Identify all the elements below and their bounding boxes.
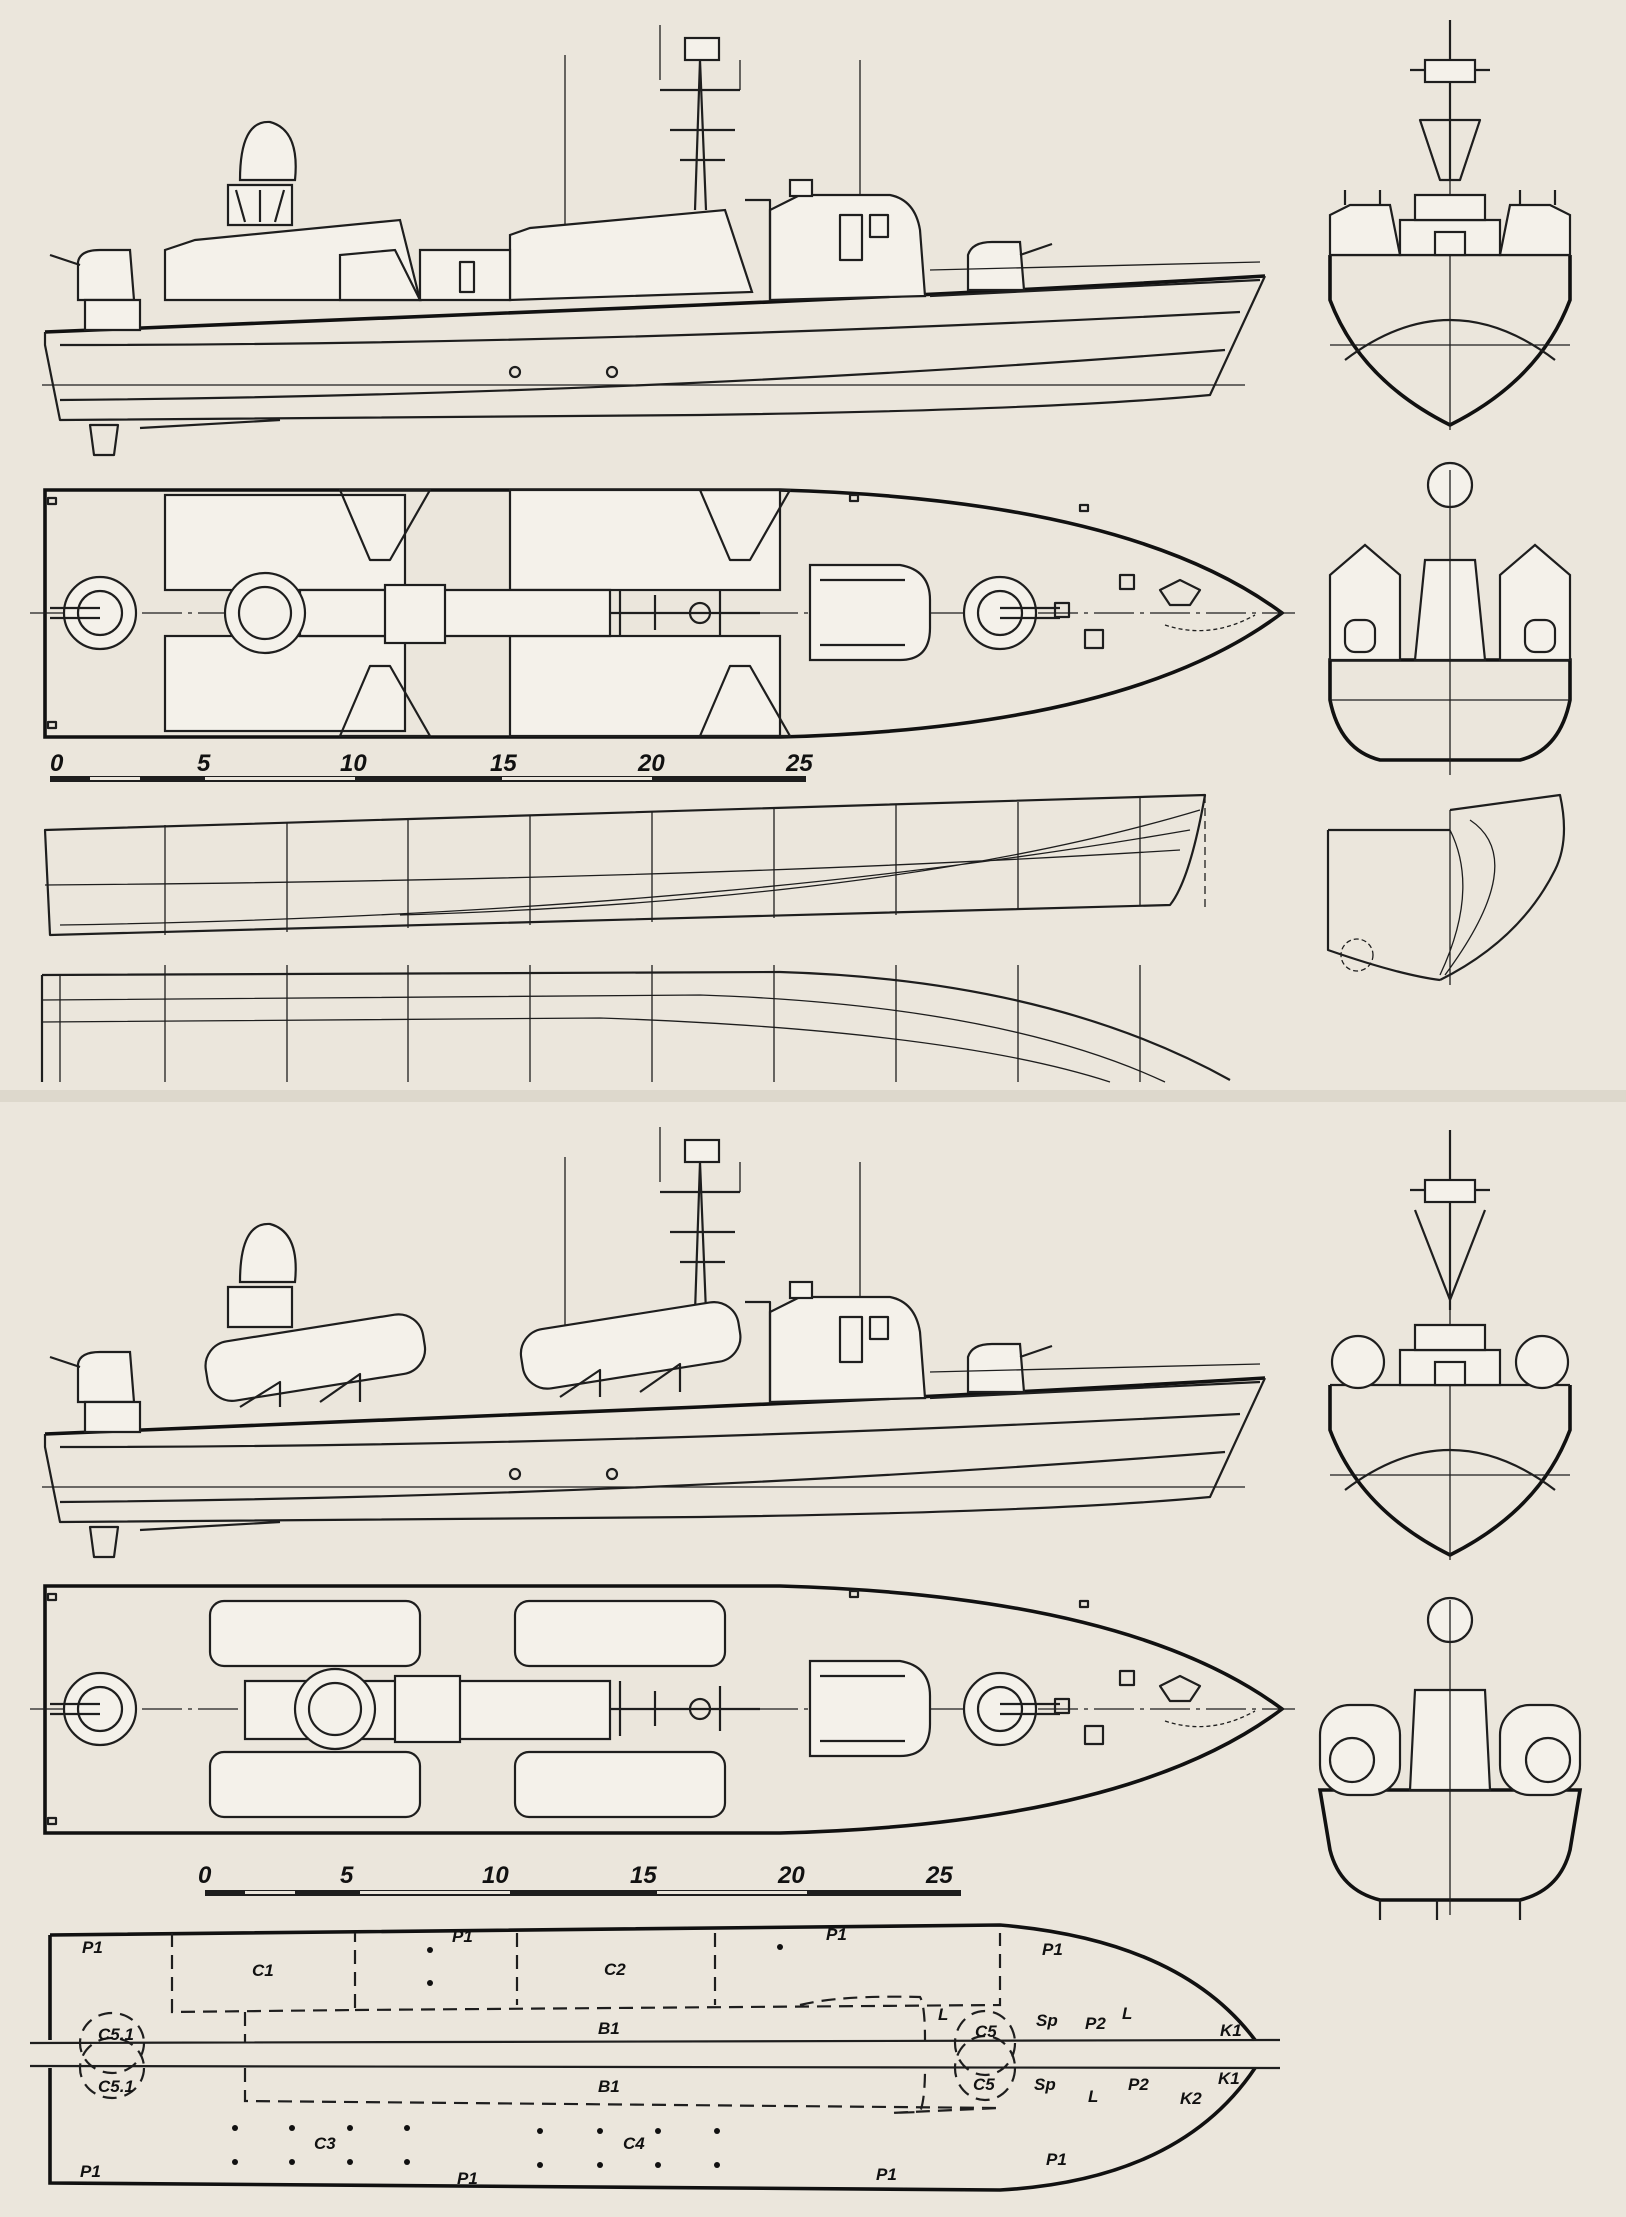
deck-label: P1 [82, 1938, 103, 1957]
bow-view-cylinder-launchers [1328, 1130, 1572, 1562]
side-view-cylinder-launchers [40, 1125, 1267, 1559]
deck-label: P1 [452, 1927, 473, 1946]
deck-label: P2 [1085, 2014, 1106, 2033]
plan-view-cylinder-launchers [28, 1584, 1297, 1835]
deck-label: C2 [604, 1960, 626, 1979]
deck-label: P1 [876, 2165, 897, 2184]
deck-label: P1 [80, 2162, 101, 2181]
deck-label: B1 [598, 2077, 620, 2096]
stern-view-box-launchers [1328, 461, 1572, 775]
deck-label: K1 [1218, 2069, 1240, 2088]
scale-bar-bottom: 0 5 10 15 20 25 [198, 1862, 961, 1896]
deck-label: C5.1 [98, 2025, 134, 2044]
plan-view-box-launchers [28, 488, 1297, 739]
deck-label: K2 [1180, 2089, 1202, 2108]
deck-label: B1 [598, 2019, 620, 2038]
deck-label: K1 [1220, 2021, 1242, 2040]
deck-label: P2 [1128, 2075, 1149, 2094]
deck-label: C1 [252, 1961, 274, 1980]
scale-label: 20 [777, 1862, 805, 1889]
deck-label: C5 [973, 2075, 995, 2094]
scale-label: 25 [925, 1862, 953, 1889]
deck-arrangement-plan: P1 C1 P1 C2 P1 P1 C5.1 B1 L C5 Sp P2 L K… [29, 1923, 1281, 2192]
hull-lines-profile [43, 793, 1207, 937]
scale-label: 0 [50, 750, 64, 777]
scale-label: 10 [482, 1862, 509, 1889]
scale-label: 0 [198, 1862, 212, 1889]
stern-view-cylinder-launchers [1317, 1596, 1583, 1920]
deck-label: L [1122, 2004, 1132, 2023]
scale-label: 5 [340, 1862, 354, 1889]
scale-label: 5 [197, 750, 211, 777]
deck-label: L [938, 2005, 948, 2024]
deck-label: Sp [1034, 2075, 1056, 2094]
page-seam [0, 1090, 1626, 1102]
deck-label: C5 [975, 2022, 997, 2041]
deck-label: P1 [457, 2169, 478, 2188]
deck-label: P1 [1046, 2150, 1067, 2169]
deck-label: P1 [826, 1925, 847, 1944]
scale-label: 25 [785, 750, 813, 777]
deck-label: C5.1 [98, 2077, 134, 2096]
scale-bar-top: 0 5 10 15 20 25 [50, 750, 813, 782]
side-view-box-launchers [40, 23, 1267, 457]
scale-label: 15 [630, 1862, 657, 1889]
deck-label: C4 [623, 2134, 645, 2153]
bow-view-box-launchers [1328, 20, 1572, 432]
scale-label: 15 [490, 750, 517, 777]
scale-label: 10 [340, 750, 367, 777]
deck-label: C3 [314, 2134, 336, 2153]
body-plan [1326, 793, 1566, 985]
scale-label: 20 [637, 750, 665, 777]
deck-label: L [1088, 2087, 1098, 2106]
deck-label: P1 [1042, 1940, 1063, 1959]
deck-label: Sp [1036, 2011, 1058, 2030]
hull-lines-halfbreadth [40, 965, 1231, 1083]
